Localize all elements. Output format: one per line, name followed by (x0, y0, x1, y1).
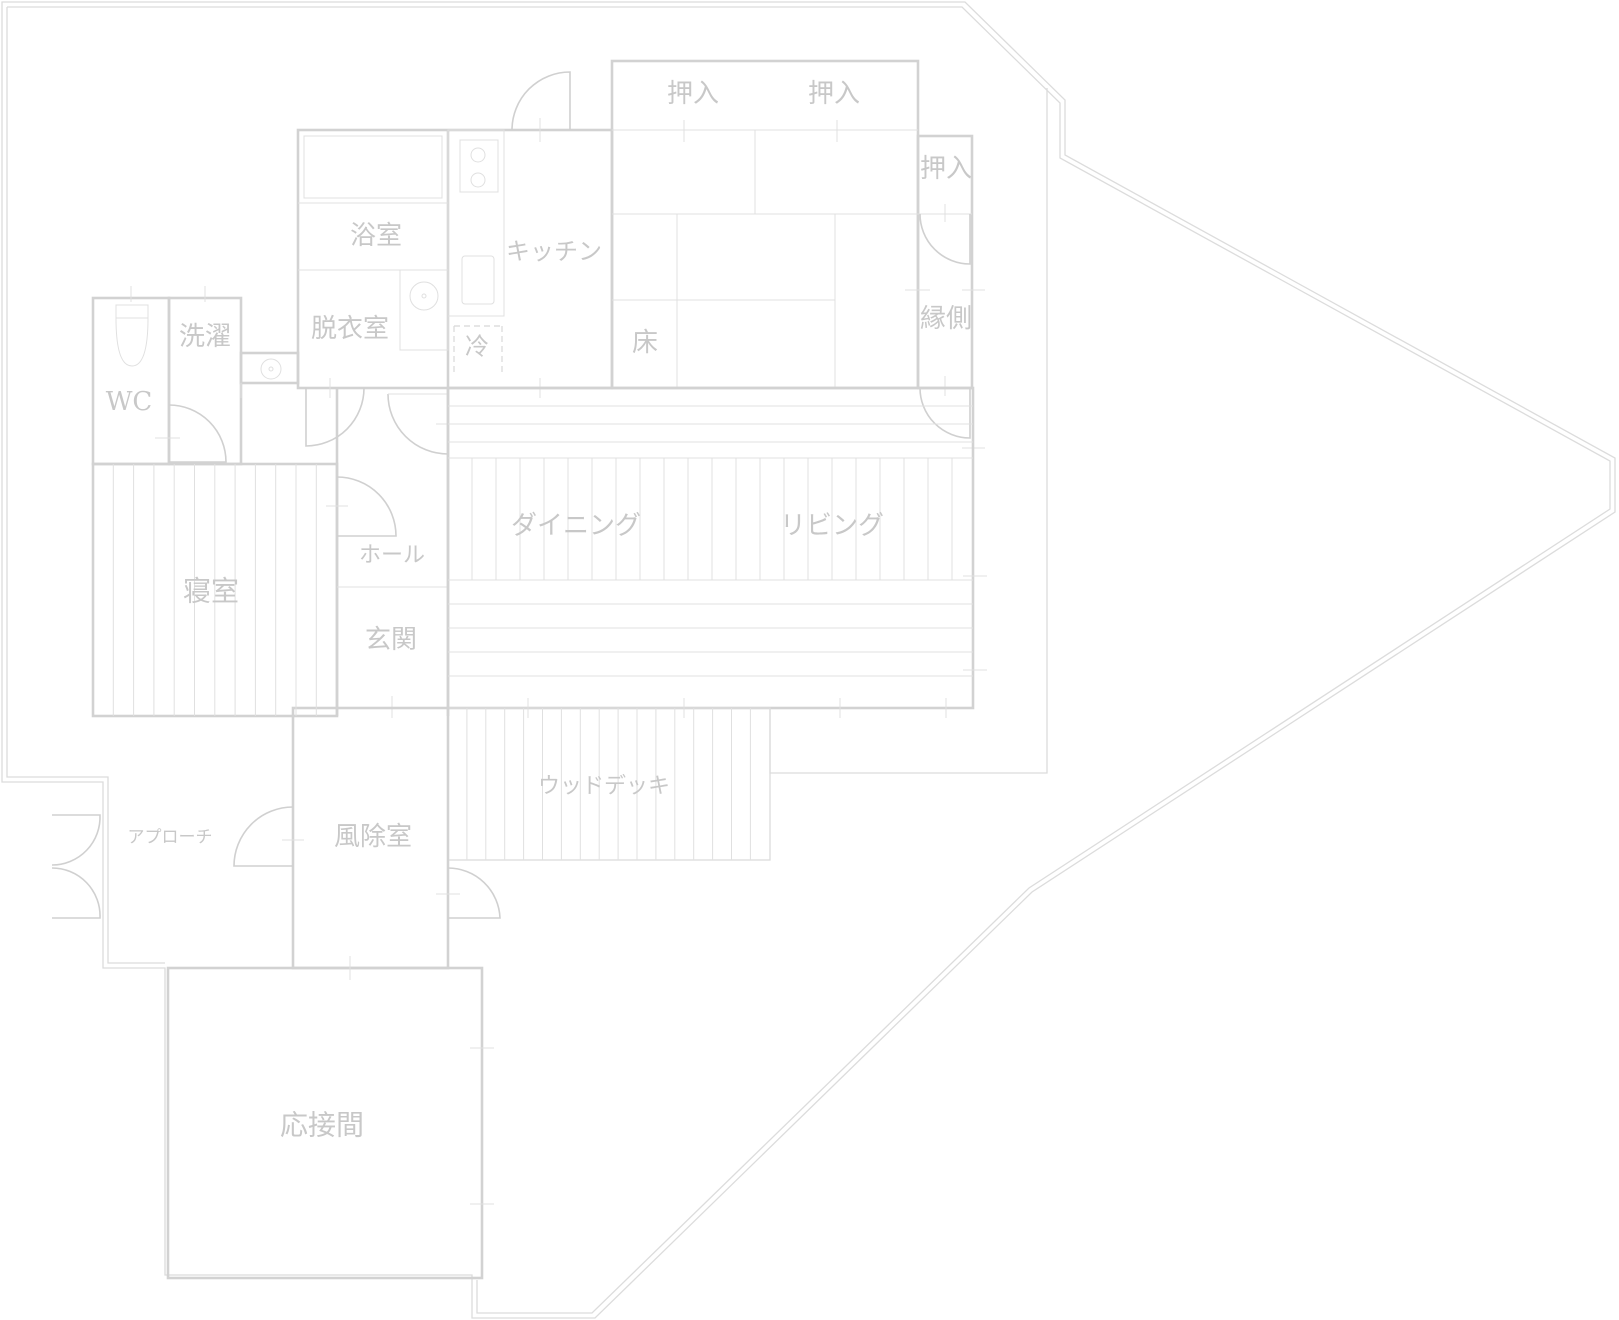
label-tokonoma: 床 (632, 328, 658, 358)
label-living: リビング (780, 511, 884, 541)
label-wc: WC (106, 387, 153, 417)
label-entrance: 玄関 (365, 625, 417, 655)
label-oshiire-1: 押入 (667, 79, 719, 109)
label-bathroom: 浴室 (350, 221, 402, 251)
label-dining: ダイニング (511, 511, 641, 541)
room-labels: 押入 押入 押入 浴室 キッチン 脱衣室 洗濯 冷 床 縁側 WC ホール ダイ… (106, 79, 972, 1142)
label-kitchen: キッチン (506, 238, 602, 266)
north-block (296, 59, 985, 449)
label-bedroom: 寝室 (183, 575, 239, 608)
label-windbreak-room: 風除室 (334, 822, 412, 852)
label-wood-deck: ウッドデッキ (538, 774, 670, 799)
label-oshiire-3: 押入 (920, 154, 972, 184)
south-block (51, 706, 501, 1280)
label-dressing-room: 脱衣室 (311, 314, 389, 344)
living-dining-block (446, 386, 987, 718)
label-oshiire-2: 押入 (808, 79, 860, 109)
label-approach: アプローチ (128, 828, 213, 848)
label-hall: ホール (359, 543, 425, 568)
label-laundry: 洗濯 (179, 322, 231, 352)
label-engawa: 縁側 (920, 304, 972, 334)
label-refrigerator: 冷 (465, 333, 489, 361)
floor-boards (112, 458, 953, 860)
label-reception-room: 応接間 (280, 1109, 364, 1142)
